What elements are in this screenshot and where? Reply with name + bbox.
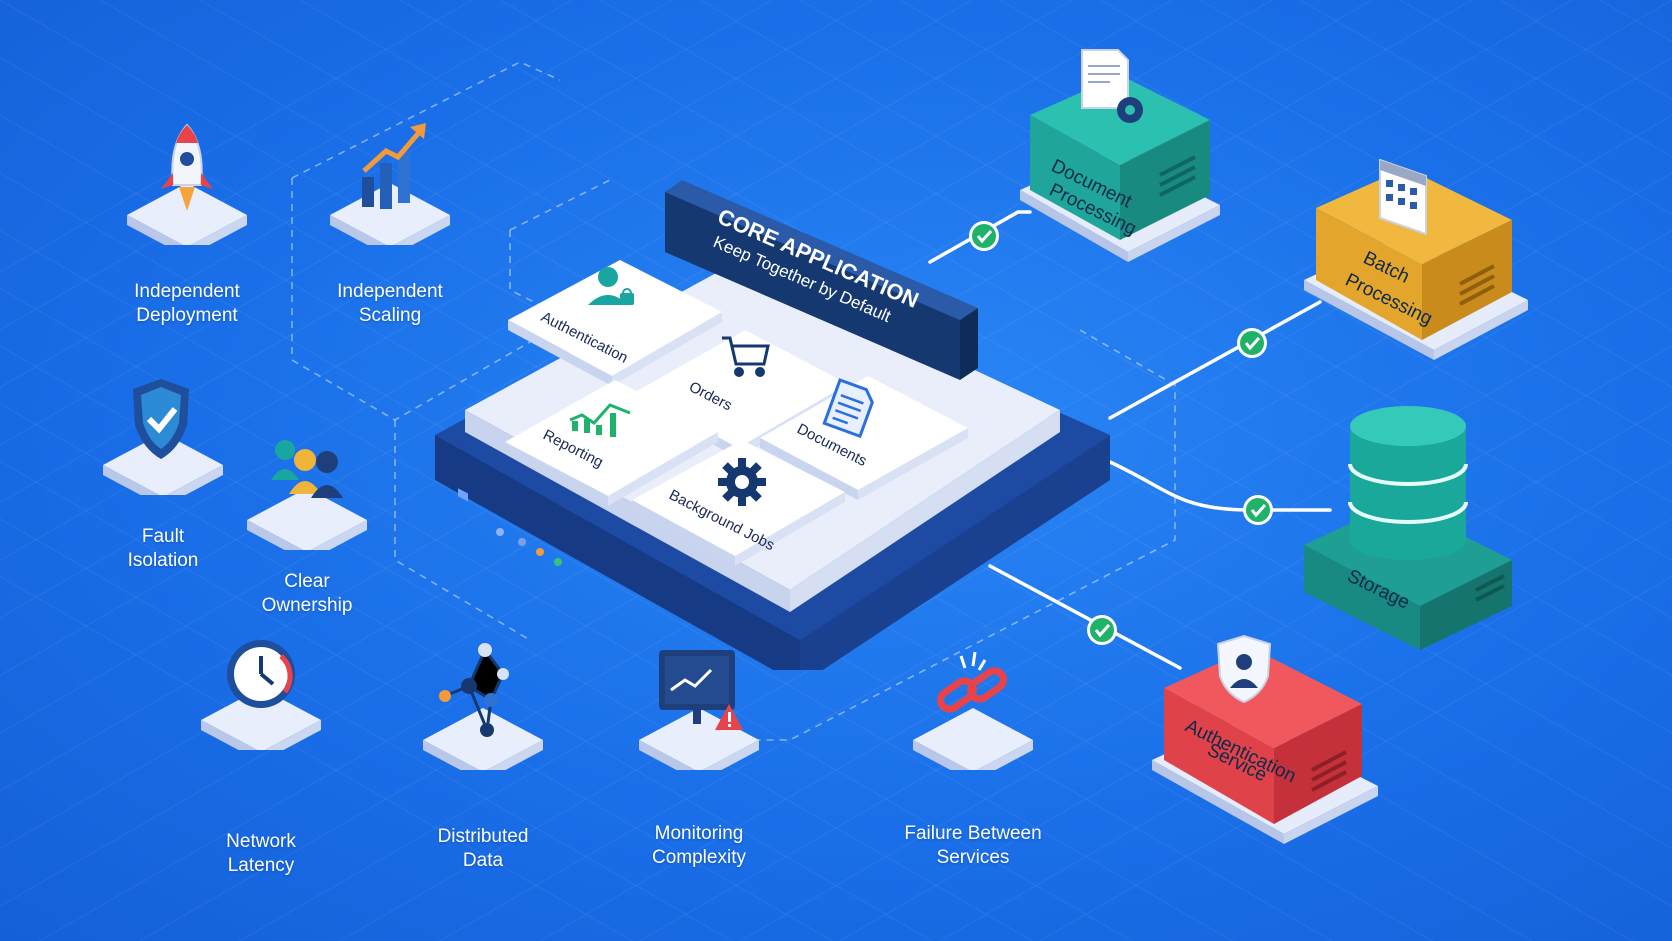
shield-check-icon (133, 379, 189, 459)
feature-label-line1: Failure Between (904, 823, 1042, 844)
core-application: CORE APPLICATION Keep Together by Defaul… (435, 180, 1110, 670)
gear-icon (718, 458, 766, 506)
feature-clear-ownership: Clear Ownership (222, 420, 392, 640)
team-icon (271, 440, 343, 498)
service-document-processing[interactable]: Document Processing (1010, 40, 1230, 270)
monitor-warning-icon (659, 650, 743, 730)
feature-pad (103, 433, 223, 495)
check-icon (969, 221, 999, 251)
server-status-lights (458, 488, 562, 566)
user-lock-icon (588, 267, 634, 305)
feature-label-line2: Isolation (127, 550, 199, 571)
feature-label-line2: Latency (227, 855, 295, 876)
feature-independent-scaling: Independent Scaling (305, 115, 475, 335)
feature-pad (913, 708, 1033, 770)
feature-label-line2: Services (936, 847, 1010, 868)
feature-label-line2: Deployment (136, 305, 238, 326)
feature-monitoring-complexity: Monitoring Complexity (614, 640, 784, 868)
check-icon (1087, 615, 1117, 645)
feature-pad (247, 488, 367, 550)
feature-label-line2: Ownership (261, 595, 353, 616)
feature-label-line1: Network (226, 831, 296, 852)
shield-user-icon (1216, 634, 1272, 704)
feature-label-line2: Complexity (652, 847, 746, 868)
feature-pad (423, 708, 543, 770)
link-document-processing (928, 210, 1032, 264)
feature-pad (201, 688, 321, 750)
feature-failure-between-services: Failure Between Services (888, 640, 1058, 868)
document-gear-icon (1081, 49, 1143, 123)
link-batch-processing (1108, 300, 1322, 420)
rocket-icon (161, 123, 213, 211)
module-tile-authentication[interactable]: Authentication (508, 260, 722, 386)
feature-label-line1: Independent (134, 281, 240, 302)
document-icon (822, 378, 874, 439)
service-storage[interactable]: Storage (1300, 400, 1520, 650)
feature-label-line1: Clear (284, 571, 330, 592)
module-tile-reporting[interactable]: Reporting (505, 380, 718, 506)
feature-fault-isolation: Fault Isolation (78, 365, 248, 585)
clock-icon (227, 640, 295, 708)
feature-label-line1: Distributed (437, 826, 529, 847)
growth-chart-icon (362, 123, 426, 209)
service-authentication[interactable]: Authentication Service (1148, 630, 1388, 860)
feature-pad (127, 183, 247, 245)
broken-link-icon (937, 651, 1007, 713)
feature-label-line1: Fault (141, 526, 185, 547)
feature-label-line1: Independent (337, 281, 443, 302)
service-batch-processing[interactable]: Batch Processing (1298, 150, 1538, 370)
calendar-icon (1379, 158, 1427, 236)
network-nodes-icon (439, 643, 509, 737)
link-auth-service (988, 564, 1182, 670)
feature-label-line2: Scaling (358, 305, 422, 326)
feature-distributed-data: Distributed Data (398, 640, 568, 871)
feature-pad (330, 183, 450, 245)
database-icon (1348, 406, 1468, 560)
feature-network-latency: Network Latency (176, 620, 346, 876)
check-icon (1243, 495, 1273, 525)
module-tile-documents[interactable]: Documents (760, 376, 968, 500)
feature-pad (639, 708, 759, 770)
feature-independent-deployment: Independent Deployment (102, 115, 272, 335)
link-storage (1108, 460, 1332, 512)
feature-label-line2: Data (462, 850, 504, 871)
shopping-cart-icon (722, 336, 770, 377)
feature-label-line1: Monitoring (654, 823, 744, 844)
check-icon (1237, 328, 1267, 358)
bar-chart-icon (569, 403, 631, 437)
